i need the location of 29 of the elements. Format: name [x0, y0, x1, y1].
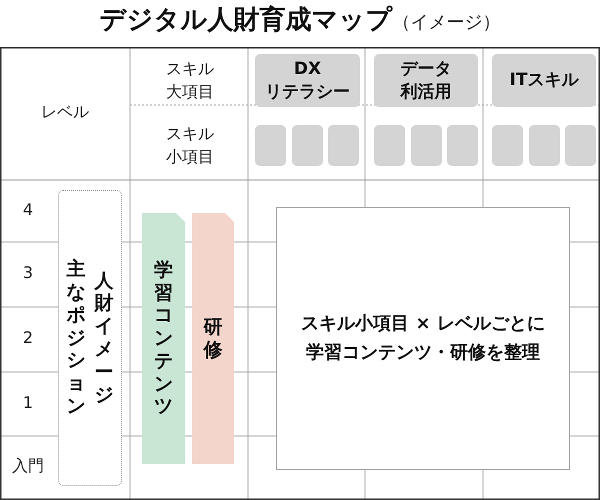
level-label: 入門	[11, 455, 45, 478]
band-label: 学習コンテンツ	[154, 258, 174, 418]
skill-category-box: ITスキル	[492, 54, 596, 107]
training-band	[192, 213, 234, 464]
header-label: スキル大項目	[165, 58, 215, 103]
skill-item-box	[565, 125, 596, 166]
header-label: レベル	[40, 101, 90, 124]
position-label: 主なポジション	[66, 258, 86, 418]
skill-item-box	[374, 125, 405, 166]
position-box	[58, 190, 122, 486]
skill-item-box	[492, 125, 523, 166]
skill-item-box	[255, 125, 286, 166]
title: デジタル人財育成マップ（イメージ）	[98, 4, 502, 37]
skill-item-box	[328, 125, 359, 166]
level-label: 4	[22, 199, 34, 222]
skill-item-box	[292, 125, 323, 166]
skill-category-box: DX リテラシー	[255, 54, 360, 107]
level-label: 1	[22, 392, 34, 414]
skill-category-box: データ利活用	[374, 54, 478, 107]
skill-item-box	[411, 125, 442, 166]
position-label: 人財イメージ	[94, 270, 114, 406]
level-label: 3	[22, 262, 34, 284]
learning-content-band	[142, 213, 185, 464]
band-label: 研修	[203, 316, 223, 362]
skill-item-box	[447, 125, 478, 166]
header-label: スキル小項目	[165, 122, 215, 168]
level-label: 2	[22, 327, 34, 350]
summary-box: スキル小項目 × レベルごとに学習コンテンツ・研修を整理	[276, 207, 570, 470]
skill-item-box	[529, 125, 560, 166]
